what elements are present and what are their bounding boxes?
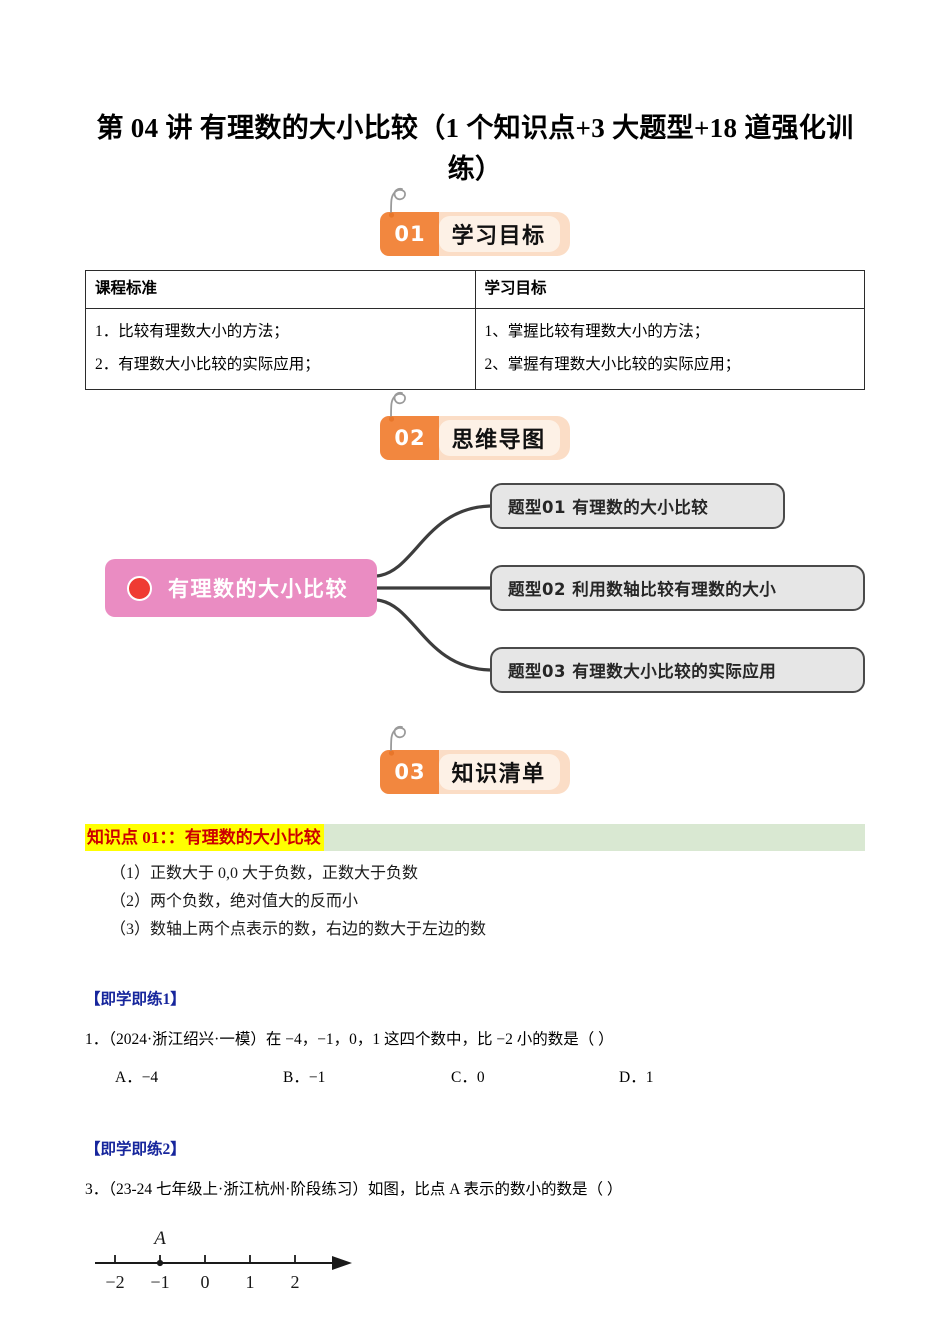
mindmap-branch-3: 题型03 有理数大小比较的实际应用 [490, 647, 865, 694]
tick-label: −2 [105, 1272, 124, 1292]
practice-heading-1: 【即学即练1】 [85, 991, 186, 1009]
practice-heading-2: 【即学即练2】 [85, 1141, 186, 1159]
goal-cell: 1、掌握比较有理数大小的方法； 2、掌握有理数大小比较的实际应用； [474, 307, 865, 391]
section-badge-knowledge: 03 知识清单 [85, 726, 865, 795]
column-header-goal: 学习目标 [474, 270, 865, 309]
mindmap-branch-1: 题型01 有理数的大小比较 [490, 483, 785, 530]
list-item: （2）两个负数，绝对值大的反而小 [110, 892, 359, 910]
knowledge-rules-list: （1）正数大于 0,0 大于负数，正数大于负数 （2）两个负数，绝对值大的反而小… [85, 860, 865, 943]
tick-label: 2 [291, 1272, 300, 1292]
question-1-options: A．−4 B．−1 C．0 D．1 [85, 1065, 865, 1087]
mindmap-root-label: 有理数的大小比较 [168, 577, 348, 602]
badge-number: 03 [380, 750, 439, 795]
badge-label: 知识清单 [438, 754, 560, 791]
table-row: 1．比较有理数大小的方法； 2．有理数大小比较的实际应用； 1、掌握比较有理数大… [85, 307, 865, 391]
goal-item-1: 1、掌握比较有理数大小的方法； [484, 322, 710, 340]
red-circle-icon [127, 575, 152, 601]
column-header-standard: 课程标准 [85, 270, 476, 309]
point-label-a: A [152, 1228, 166, 1249]
question-3-text: 3．（23-24 七年级上·浙江杭州·阶段练习）如图，比点 A 表示的数小的数是… [85, 1181, 623, 1199]
mindmap-root-node: 有理数的大小比较 [105, 559, 377, 618]
goal-item-2: 2、掌握有理数大小比较的实际应用； [484, 356, 741, 373]
number-line-graphic: A −2 −1 0 1 2 [95, 1228, 352, 1292]
badge-number: 02 [380, 416, 439, 461]
section-badge-mindmap: 02 思维导图 [85, 392, 865, 461]
objectives-table: 课程标准 学习目标 1．比较有理数大小的方法； 2．有理数大小比较的实际应用； … [85, 270, 865, 391]
standard-item-2: 2．有理数大小比较的实际应用； [95, 356, 320, 373]
standard-item-1: 1．比较有理数大小的方法； [95, 322, 289, 340]
option-b[interactable]: B．−1 [283, 1069, 326, 1087]
tick-label: 0 [201, 1272, 210, 1292]
knowledge-point-band: 知识点 01：：有理数的大小比较 [85, 824, 865, 852]
table-header-row: 课程标准 学习目标 [85, 270, 865, 309]
badge-label: 思维导图 [438, 420, 560, 457]
mindmap-connectors [376, 504, 491, 673]
badge-number: 01 [380, 212, 439, 257]
section-badge-objectives: 01 学习目标 [85, 187, 865, 257]
badge-03: 03 知识清单 [380, 726, 570, 795]
list-item: （1）正数大于 0,0 大于负数，正数大于负数 [110, 865, 419, 883]
option-c[interactable]: C．0 [451, 1069, 485, 1087]
badge-02: 02 思维导图 [380, 392, 570, 461]
number-line-figure: A −2 −1 0 1 2 [90, 1218, 430, 1303]
tick-label: 1 [246, 1272, 255, 1292]
mindmap-branch-2: 题型02 利用数轴比较有理数的大小 [490, 565, 865, 612]
question-1-text: 1．（2024·浙江绍兴·一模）在 −4，−1，0，1 这四个数中，比 −2 小… [85, 1031, 614, 1049]
option-d[interactable]: D．1 [619, 1069, 654, 1087]
page-title: 第 04 讲 有理数的大小比较（1 个知识点+3 大题型+18 道强化训练） [96, 113, 854, 185]
mindmap-diagram: 有理数的大小比较 题型01 有理数的大小比较 题型02 利用数轴比较有理数的大小… [85, 476, 865, 724]
knowledge-point-title: 知识点 01：：有理数的大小比较 [85, 824, 324, 852]
standard-cell: 1．比较有理数大小的方法； 2．有理数大小比较的实际应用； [85, 307, 476, 391]
badge-label: 学习目标 [438, 216, 560, 253]
tick-label: −1 [150, 1272, 169, 1292]
option-a[interactable]: A．−4 [115, 1069, 159, 1087]
badge-01: 01 学习目标 [380, 187, 570, 257]
list-item: （3）数轴上两个点表示的数，右边的数大于左边的数 [110, 920, 487, 938]
